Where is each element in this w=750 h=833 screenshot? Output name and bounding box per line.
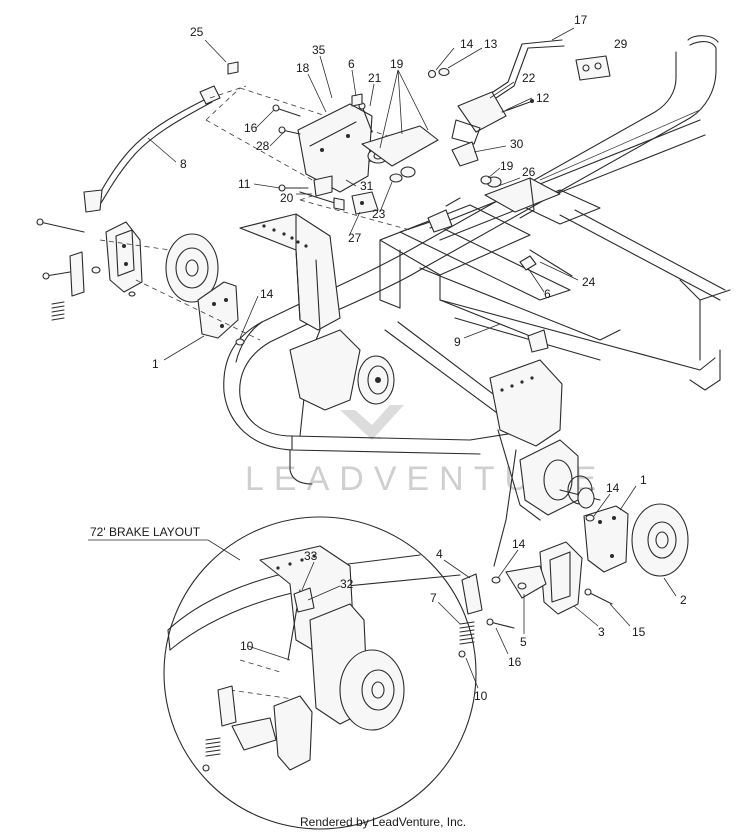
callout-2: 2 [680,593,687,607]
callout-1-right: 1 [640,473,647,487]
callout-16-top: 16 [244,121,258,135]
callout-22: 22 [522,71,536,85]
callout-14-lower: 14 [512,537,526,551]
left-brake-assembly [36,218,261,346]
callout-14-right: 14 [606,481,620,495]
callout-21: 21 [368,71,382,85]
callout-28: 28 [256,139,270,153]
callout-14-top: 14 [460,37,474,51]
inset-title: 72' BRAKE LAYOUT [90,525,201,539]
callout-11: 11 [238,177,251,191]
callout-6-right: 6 [544,287,551,301]
callout-labels: 25 35 18 6 19 21 14 13 17 29 22 12 16 28… [152,13,687,703]
callout-8: 8 [180,157,187,171]
callout-1-left: 1 [152,357,159,371]
right-brake-assembly [458,449,689,658]
callout-19-top: 19 [390,57,404,71]
callout-32: 32 [340,577,354,591]
callout-31: 31 [360,179,374,193]
callout-14-left: 14 [260,287,274,301]
callout-5: 5 [520,635,527,649]
callout-25: 25 [190,25,204,39]
callout-33: 33 [304,549,318,563]
callout-26: 26 [522,165,536,179]
callout-23: 23 [372,207,386,221]
callout-29: 29 [614,37,628,51]
callout-13: 13 [484,37,498,51]
callout-3: 3 [598,625,605,639]
control-linkage-assembly [83,39,611,353]
callout-10-main: 10 [474,689,488,703]
callout-15: 15 [632,625,646,639]
callout-30: 30 [510,137,524,151]
brake-layout-inset [88,516,477,830]
callout-16-lower: 16 [508,655,522,669]
callout-6-top: 6 [348,57,355,71]
callout-4: 4 [436,547,443,561]
callout-10-inset: 10 [240,639,254,653]
callout-9: 9 [454,335,461,349]
callout-18: 18 [296,61,310,75]
callout-17: 17 [574,13,588,27]
callout-12: 12 [536,91,550,105]
callout-27: 27 [348,231,362,245]
footer-credit: Rendered by LeadVenture, Inc. [300,815,466,829]
callout-35: 35 [312,43,326,57]
leader-lines [147,27,677,689]
main-frame [223,35,731,521]
callout-24: 24 [582,275,596,289]
callout-20: 20 [280,191,294,205]
callout-7: 7 [430,591,437,605]
callout-19-right: 19 [500,159,514,173]
